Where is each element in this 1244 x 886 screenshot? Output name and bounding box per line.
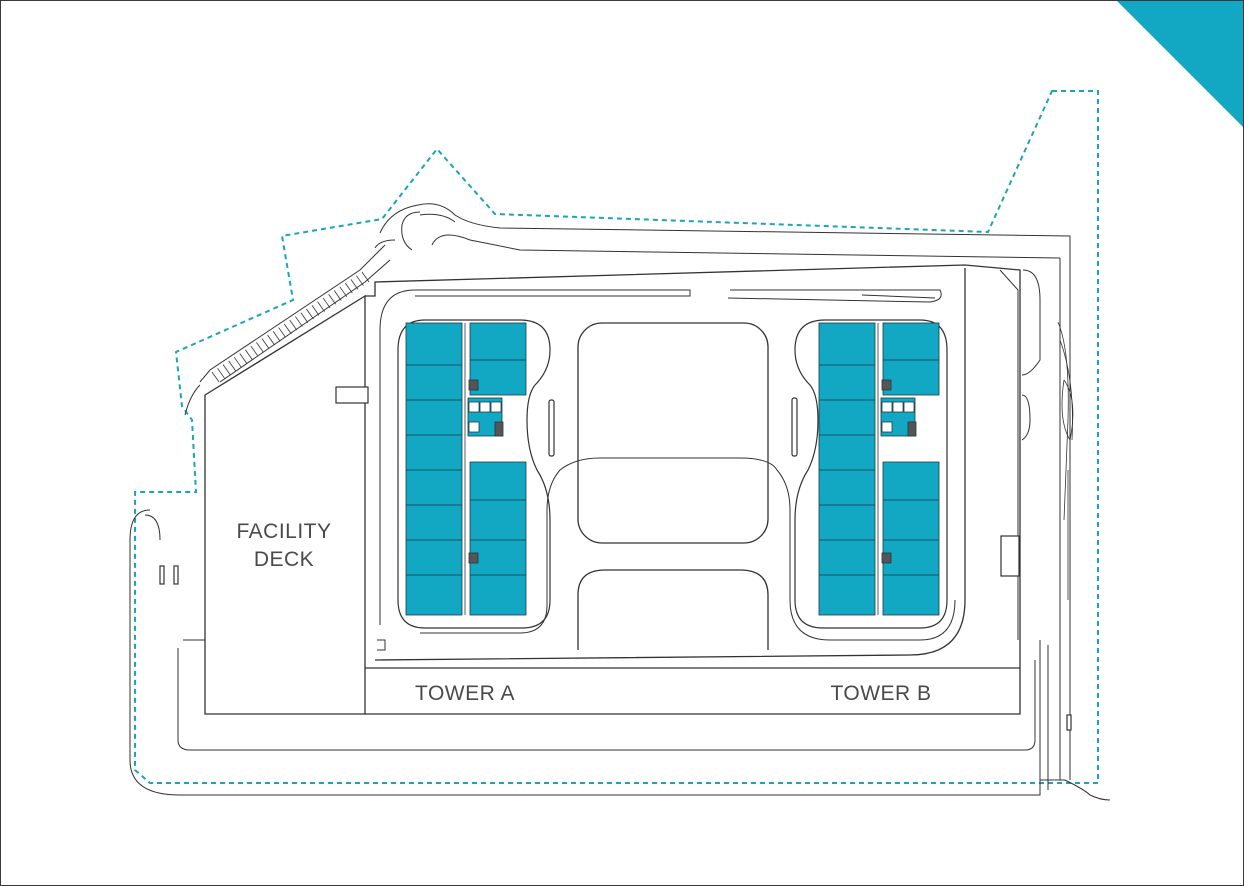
- parking-stall-line: [217, 368, 225, 379]
- tower-b-units: [818, 322, 940, 616]
- parking-stalls: [211, 271, 370, 383]
- parking-stall-line: [245, 349, 253, 361]
- parking-stall-line: [239, 353, 248, 364]
- podium-loop: [377, 269, 1041, 651]
- tower-a-units: [405, 322, 527, 616]
- lift-box: [881, 401, 893, 413]
- parking-stall-line: [339, 286, 348, 298]
- stair-core: [494, 421, 504, 437]
- unit-column-right-bottom: [469, 461, 527, 616]
- lift-box: [903, 401, 915, 413]
- lift-box: [490, 401, 502, 413]
- parking-stall-line: [350, 279, 359, 290]
- parking-stall-line: [295, 316, 303, 327]
- facility-label-line1: FACILITY: [236, 520, 332, 543]
- parking-stall-line: [361, 271, 370, 283]
- parking-stall-line: [317, 301, 325, 312]
- tower-a-label: TOWER A: [415, 682, 515, 705]
- parking-stall-line: [272, 331, 281, 342]
- parking-stall-line: [256, 342, 264, 353]
- stair-core: [881, 379, 892, 391]
- facility-deck-label: FACILITY DECK: [206, 518, 362, 574]
- parking-stall-line: [283, 323, 292, 335]
- unit-column-right-top: [882, 322, 940, 396]
- lift-box: [479, 401, 491, 413]
- stair-core: [881, 552, 892, 564]
- facility-label-line2: DECK: [253, 548, 315, 571]
- lift-box: [468, 421, 480, 433]
- parking-stall-line: [289, 319, 298, 331]
- parking-stall-line: [228, 360, 236, 372]
- building-outline: [204, 264, 1021, 715]
- parking-stall-line: [311, 305, 320, 316]
- parking-stall-line: [300, 312, 309, 323]
- tower-a-pod: [397, 319, 555, 629]
- lift-box: [468, 401, 480, 413]
- right-hatch-strip: [1057, 321, 1074, 600]
- tower-b-label: TOWER B: [830, 682, 932, 705]
- parking-stall-line: [267, 334, 275, 346]
- parking-stall-line: [345, 282, 353, 294]
- outer-road: [129, 203, 1111, 801]
- parking-stall-line: [233, 356, 242, 368]
- unit-column-right-bottom: [882, 461, 940, 616]
- stair-core: [468, 552, 479, 564]
- stair-core: [907, 421, 917, 437]
- parking-stall-line: [211, 371, 220, 383]
- parking-stall-line: [356, 275, 364, 286]
- parking-strip: [199, 239, 396, 383]
- parking-stall-line: [250, 345, 259, 357]
- unit-column-right-top: [469, 322, 527, 396]
- lift-box: [892, 401, 904, 413]
- parking-stall-line: [222, 364, 231, 375]
- parking-stall-line: [328, 293, 336, 305]
- central-courtyard: [577, 322, 769, 650]
- tower-b-pod: [791, 319, 948, 629]
- parking-stall-line: [261, 338, 270, 349]
- lift-box: [881, 421, 893, 433]
- parking-stall-line: [322, 297, 331, 309]
- parking-stall-line: [333, 290, 342, 301]
- site-boundary: [134, 90, 1099, 784]
- parking-stall-line: [278, 327, 286, 338]
- unit-column-left: [405, 322, 463, 616]
- stair-core: [468, 379, 479, 391]
- parking-stall-line: [306, 308, 314, 320]
- service-blocks: [159, 386, 1072, 731]
- corner-accent: [1117, 1, 1243, 127]
- unit-column-left: [818, 322, 876, 616]
